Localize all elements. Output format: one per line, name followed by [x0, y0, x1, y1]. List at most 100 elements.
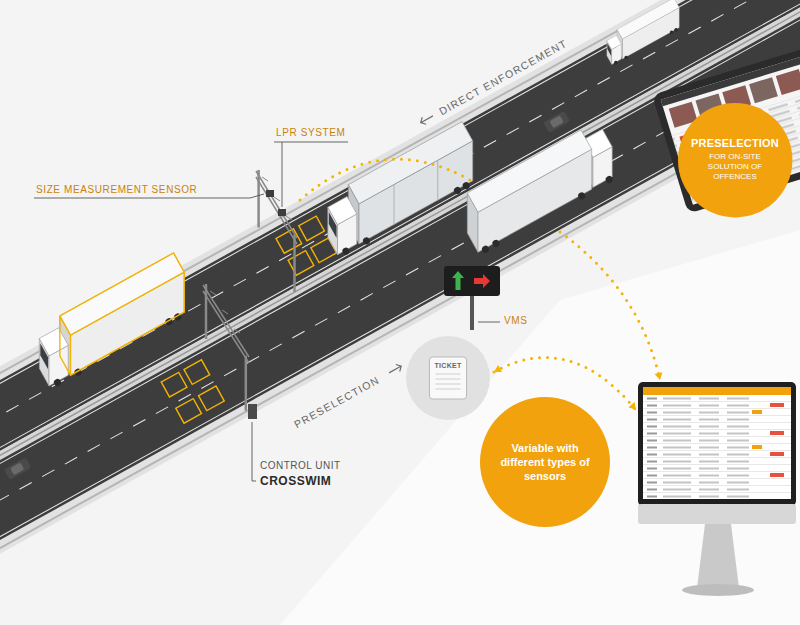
monitor — [643, 387, 791, 499]
circle-shape — [678, 103, 792, 217]
monitor — [638, 504, 796, 524]
lower-gantry — [203, 285, 249, 357]
lower-gantry — [245, 356, 248, 411]
direction-arrow — [419, 112, 435, 126]
weigh-sensor-squares — [161, 372, 187, 397]
part-label: VMS — [504, 315, 527, 327]
info-circle: Variable with different types of sensors — [480, 397, 610, 527]
node-heading: TICKET — [434, 362, 461, 369]
data-flow-arrowhead — [655, 372, 664, 381]
data-flow-arrowhead — [655, 372, 664, 381]
monitor — [770, 452, 784, 456]
part-label: SIZE MEASUREMENT SENSOR — [36, 184, 197, 196]
data-flow-arrowhead — [492, 365, 502, 375]
vms-sign — [474, 274, 490, 288]
monitor — [643, 395, 791, 499]
size-outline — [43, 253, 201, 375]
monitor — [638, 382, 796, 506]
node-outline — [406, 336, 490, 420]
monitor — [752, 445, 762, 449]
highway — [0, 0, 800, 569]
car — [10, 462, 24, 475]
vms-sign — [452, 271, 464, 290]
weigh-sensor-squares — [299, 216, 325, 241]
data-flow-arrowhead — [628, 402, 639, 412]
direction-arrow — [387, 363, 403, 377]
monitor — [770, 431, 784, 435]
node-text-group: TICKET — [434, 362, 461, 369]
car — [543, 111, 570, 133]
vms-sign — [470, 296, 474, 330]
upper-gantry — [293, 235, 296, 292]
info-circle: PRESELECTIONFOR ON-SITE SOLUTION OF OFFE… — [678, 103, 792, 217]
weigh-sensor-squares — [176, 399, 202, 424]
box-truck — [22, 253, 203, 391]
leader-line — [274, 142, 348, 143]
weigh-sensor-squares — [184, 360, 210, 385]
upper-gantry — [256, 170, 297, 292]
circle-shape — [406, 336, 490, 420]
part-label: LPR SYSTEM — [276, 127, 345, 139]
node-text-group: PRESELECTIONFOR ON-SITE SOLUTION OF OFFE… — [689, 137, 781, 182]
vms-sign — [444, 266, 500, 296]
upper-gantry — [262, 177, 292, 220]
car — [549, 115, 563, 128]
leader-line — [34, 142, 500, 481]
ticket-line — [435, 374, 460, 375]
ticket-line — [435, 384, 460, 385]
lower-gantry — [203, 291, 249, 363]
highway — [0, 0, 800, 601]
weigh-sensor-squares — [288, 251, 314, 276]
weigh-sensor-squares — [199, 386, 225, 411]
leader-line — [282, 142, 283, 207]
node-heading: Variable with different types of sensors — [498, 441, 592, 484]
container-truck — [450, 121, 627, 256]
monitor — [697, 524, 739, 588]
data-flow-dots — [300, 159, 470, 200]
car — [4, 457, 32, 480]
data-flow-arrowhead — [492, 365, 502, 375]
lower-gantry — [203, 284, 249, 411]
node-body: FOR ON-SITE SOLUTION OF OFFENCES — [689, 152, 781, 182]
ticket-paper — [429, 357, 466, 399]
monitor — [682, 584, 754, 596]
direction-label: DIRECT ENFORCEMENT — [437, 36, 569, 117]
vms-sign — [444, 266, 500, 330]
ticket-line — [435, 379, 460, 380]
leader-line — [252, 422, 256, 481]
upper-gantry — [256, 171, 297, 238]
lower-gantry — [210, 291, 240, 333]
upper-gantry — [256, 177, 297, 244]
size-sensor — [266, 190, 274, 197]
direction-label: PRESELECTION — [292, 373, 382, 430]
node-text-group: Variable with different types of sensors — [498, 441, 592, 484]
leader-line — [478, 322, 500, 323]
direction-arrow — [387, 112, 435, 376]
part-label: CONTROL UNIT — [260, 460, 341, 472]
weigh-sensor-squares — [276, 229, 302, 254]
tablet — [749, 77, 778, 103]
lpr-camera — [278, 209, 286, 216]
monitor — [752, 410, 762, 414]
part-name: CROSSWIM — [260, 474, 331, 488]
direction-arrow — [387, 363, 403, 377]
monitor — [638, 382, 796, 596]
data-flow-dots — [560, 232, 660, 380]
circle-shape — [480, 397, 610, 527]
far-truck — [598, 0, 689, 67]
direction-arrow — [419, 112, 435, 126]
control-unit-box — [248, 404, 257, 419]
data-flow-arrowhead — [628, 402, 639, 412]
tablet — [776, 69, 800, 95]
